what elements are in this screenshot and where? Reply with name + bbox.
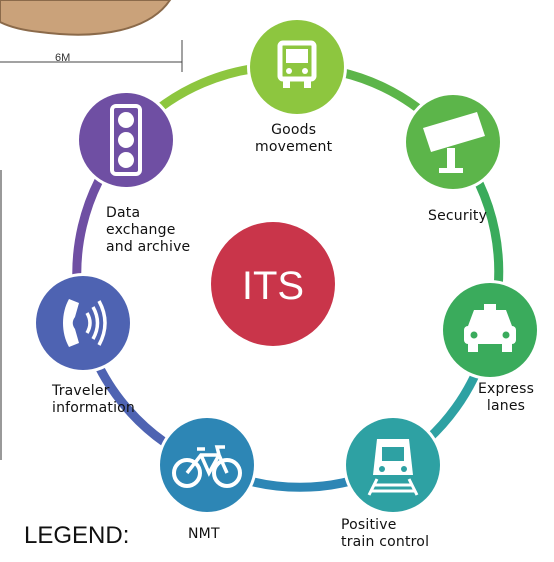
- train-icon: [367, 439, 419, 496]
- label-line: Security: [428, 208, 488, 224]
- center-circle: [211, 222, 335, 346]
- decorative-blob: [0, 0, 172, 36]
- label-line: train control: [341, 534, 430, 550]
- label-data: Data exchange and archive: [106, 205, 190, 256]
- label-express: Express lanes: [478, 381, 534, 415]
- label-line: lanes: [486, 398, 526, 414]
- label-line: Positive: [341, 517, 397, 533]
- security-camera-icon: [423, 112, 485, 173]
- phone-icon: [63, 299, 107, 347]
- truck-icon: [277, 40, 317, 88]
- dimension-label: 6M: [55, 52, 71, 64]
- center-label: ITS: [242, 264, 304, 308]
- label-line: Goods: [271, 122, 317, 138]
- label-line: NMT: [188, 526, 220, 542]
- label-line: Data: [106, 205, 141, 221]
- traffic-light-icon: [110, 104, 142, 176]
- taxi-icon: [464, 304, 516, 352]
- legend-title: LEGEND:: [24, 522, 130, 549]
- label-security: Security: [428, 208, 487, 225]
- label-line: Express: [478, 381, 535, 397]
- label-line: movement: [255, 139, 333, 155]
- node-traveler: [36, 276, 130, 370]
- nodes: [33, 17, 540, 515]
- label-goods: Goods movement: [255, 122, 332, 156]
- label-nmt: NMT: [188, 526, 220, 543]
- label-train: Positive train control: [341, 517, 429, 551]
- label-line: Traveler: [52, 383, 110, 399]
- label-traveler: Traveler information: [52, 383, 135, 417]
- label-line: exchange: [106, 222, 176, 238]
- bicycle-icon: [172, 445, 242, 488]
- label-line: information: [52, 400, 136, 416]
- label-line: and archive: [106, 239, 191, 255]
- node-goods: [250, 20, 344, 114]
